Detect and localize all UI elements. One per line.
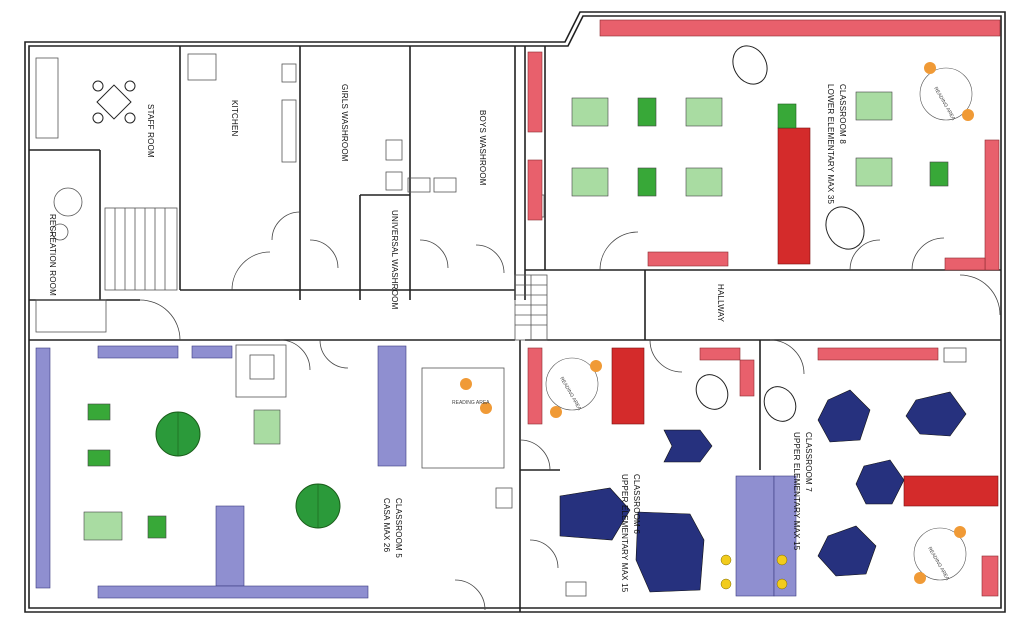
staff-room-label: STAFF ROOM	[146, 104, 155, 158]
reading-area-label-cl5: READING AREA	[452, 400, 490, 406]
classroom5-tables	[83, 403, 341, 541]
classroom7-title: CLASSROOM 7	[804, 432, 813, 492]
staff-room-table	[92, 80, 136, 124]
recreation-room-label: RECREATION ROOM	[48, 214, 57, 296]
classroom8-reading-area	[919, 62, 974, 121]
fixtures	[35, 53, 967, 597]
classroom6-subtitle: UPPER ELEMENTARY MAX 15	[620, 474, 629, 593]
classroom5-title: CLASSROOM 5	[394, 498, 403, 558]
boys-washroom-label: BOYS WASHROOM	[478, 110, 487, 186]
classroom8-title: CLASSROOM 8	[838, 84, 847, 144]
classroom7-subtitle: UPPER ELEMENTARY MAX 15	[792, 432, 801, 551]
classroom5-reading-area	[460, 378, 492, 414]
classroom5-subtitle: CASA MAX 26	[382, 498, 391, 553]
classroom8-subtitle: LOWER ELEMENTARY MAX 35	[826, 84, 835, 205]
classroom8-shelves	[527, 19, 1001, 271]
classroom8-tables	[571, 45, 949, 250]
hallway-label: HALLWAY	[716, 284, 725, 323]
stairs-center	[515, 275, 547, 340]
stairs-west	[114, 208, 166, 290]
kitchen-label: KITCHEN	[230, 100, 239, 137]
classroom6-furniture	[527, 347, 788, 593]
door-swings	[139, 211, 1001, 611]
classroom7-furniture	[763, 347, 999, 597]
classroom5-shelves	[35, 345, 797, 599]
classroom6-title: CLASSROOM 6	[632, 474, 641, 534]
girls-washroom-label: GIRLS WASHROOM	[340, 84, 349, 162]
exterior-walls	[24, 11, 1006, 613]
universal-washroom-label: UNIVERSAL WASHROOM	[390, 210, 399, 310]
